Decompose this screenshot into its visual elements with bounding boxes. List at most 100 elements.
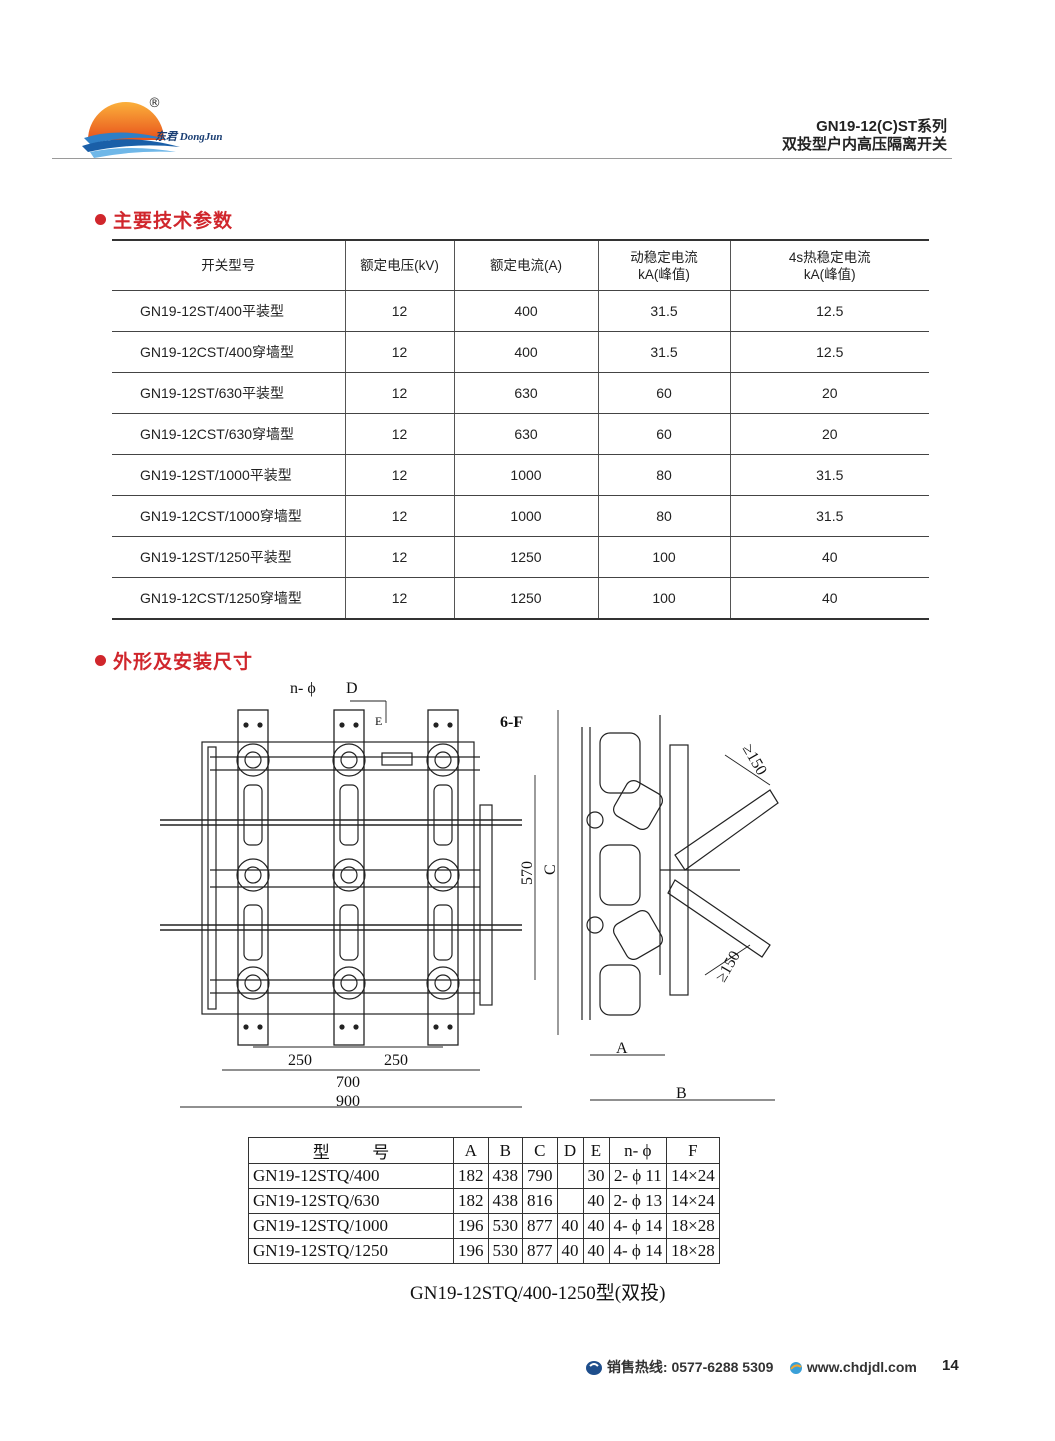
drawing-caption: GN19-12STQ/400-1250型(双投) — [410, 1283, 666, 1304]
label-d: D — [346, 680, 358, 697]
value-cell: 530 — [487, 1238, 523, 1264]
value-cell: 40 — [556, 1238, 584, 1264]
model-cell: GN19-12ST/630平装型 — [112, 372, 345, 414]
value-cell: 790 — [522, 1163, 558, 1189]
dims-header-cell: E — [582, 1137, 610, 1164]
value-cell: 40 — [582, 1188, 610, 1214]
web-icon — [790, 1362, 802, 1375]
value-cell: 60 — [597, 372, 730, 414]
label-c: C — [542, 864, 559, 875]
spec-header-cell: 额定电流(A) — [453, 240, 598, 291]
value-cell: 100 — [597, 577, 730, 620]
value-cell: 12 — [344, 331, 454, 373]
label-e: E — [375, 714, 382, 728]
label-250b: 250 — [384, 1052, 408, 1069]
value-cell: 12 — [344, 536, 454, 578]
footer: 销售热线: 0577-6288 5309 www.chdjdl.com — [585, 1357, 917, 1377]
footer-website[interactable]: www.chdjdl.com — [806, 1359, 917, 1375]
value-cell: 14×24 — [666, 1188, 720, 1214]
spec-header-cell: 额定电压(kV) — [344, 240, 454, 291]
value-cell: 438 — [487, 1188, 523, 1214]
value-cell: 31.5 — [729, 495, 929, 537]
value-cell: 40 — [582, 1213, 610, 1239]
value-cell: 18×28 — [666, 1238, 720, 1264]
spec-header-row: 开关型号额定电压(kV)额定电流(A)动稳定电流 kA(峰值)4s热稳定电流 k… — [112, 240, 929, 291]
value-cell: 40 — [729, 536, 929, 578]
label-a: A — [616, 1040, 628, 1057]
value-cell: 400 — [453, 290, 598, 332]
label-150a: ≥150 — [739, 741, 770, 778]
value-cell: 12.5 — [729, 331, 929, 373]
dims-header-cell: 型 号 — [248, 1137, 454, 1164]
value-cell: 14×24 — [666, 1163, 720, 1189]
dims-header-cell: B — [487, 1137, 523, 1164]
footer-hotline: 销售热线: 0577-6288 5309 — [606, 1359, 774, 1375]
model-cell: GN19-12STQ/1000 — [248, 1213, 454, 1239]
value-cell: 40 — [729, 577, 929, 620]
value-cell: 12.5 — [729, 290, 929, 332]
value-cell: 80 — [597, 495, 730, 537]
model-cell: GN19-12CST/400穿墙型 — [112, 331, 345, 373]
value-cell: 196 — [453, 1213, 489, 1239]
section-heading-dimensions: 外形及安装尺寸 — [95, 647, 253, 674]
model-cell: GN19-12CST/630穿墙型 — [112, 413, 345, 455]
value-cell: 31.5 — [597, 331, 730, 373]
label-700: 700 — [336, 1074, 360, 1091]
spec-header-cell: 动稳定电流 kA(峰值) — [597, 240, 730, 291]
label-n-phi: n- ϕ — [290, 680, 316, 697]
company-logo — [82, 102, 180, 158]
header-title-line2: 双投型户内高压隔离开关 — [781, 136, 947, 153]
value-cell: 630 — [453, 413, 598, 455]
value-cell: 4- ϕ 14 — [608, 1238, 668, 1264]
value-cell: 182 — [453, 1163, 489, 1189]
value-cell: 30 — [582, 1163, 610, 1189]
bullet-icon — [95, 655, 106, 666]
section-title: 外形及安装尺寸 — [113, 651, 254, 673]
side-view — [581, 715, 779, 1101]
value-cell: 100 — [597, 536, 730, 578]
value-cell: 1250 — [453, 536, 598, 578]
page-header-title: GN19-12(C)ST系列 双投型户内高压隔离开关 — [782, 118, 947, 154]
model-cell: GN19-12ST/1000平装型 — [112, 454, 345, 496]
value-cell — [556, 1163, 584, 1189]
value-cell: 2- ϕ 11 — [608, 1163, 668, 1189]
dims-header-cell: A — [453, 1137, 489, 1164]
model-cell: GN19-12ST/400平装型 — [112, 290, 345, 332]
technical-drawing: n- ϕ D E 6-F 570 C 250 250 700 900 ≥150 … — [160, 680, 779, 1110]
label-150b: ≥150 — [713, 948, 744, 985]
page-number: 14 — [942, 1357, 959, 1374]
dims-header-cell: C — [522, 1137, 558, 1164]
front-view — [160, 700, 559, 1108]
value-cell: 816 — [522, 1188, 558, 1214]
logo-text: 东君 DongJun — [155, 131, 223, 143]
value-cell: 630 — [453, 372, 598, 414]
label-250a: 250 — [288, 1052, 312, 1069]
model-cell: GN19-12STQ/630 — [248, 1188, 454, 1214]
value-cell: 400 — [453, 331, 598, 373]
value-cell: 530 — [487, 1213, 523, 1239]
value-cell: 12 — [344, 372, 454, 414]
value-cell: 20 — [729, 413, 929, 455]
value-cell: 12 — [344, 454, 454, 496]
phone-icon — [586, 1361, 602, 1376]
value-cell: 877 — [522, 1238, 558, 1264]
label-6-f: 6-F — [500, 714, 523, 731]
value-cell: 31.5 — [597, 290, 730, 332]
label-900: 900 — [336, 1093, 360, 1110]
section-heading-specs: 主要技术参数 — [95, 206, 233, 233]
